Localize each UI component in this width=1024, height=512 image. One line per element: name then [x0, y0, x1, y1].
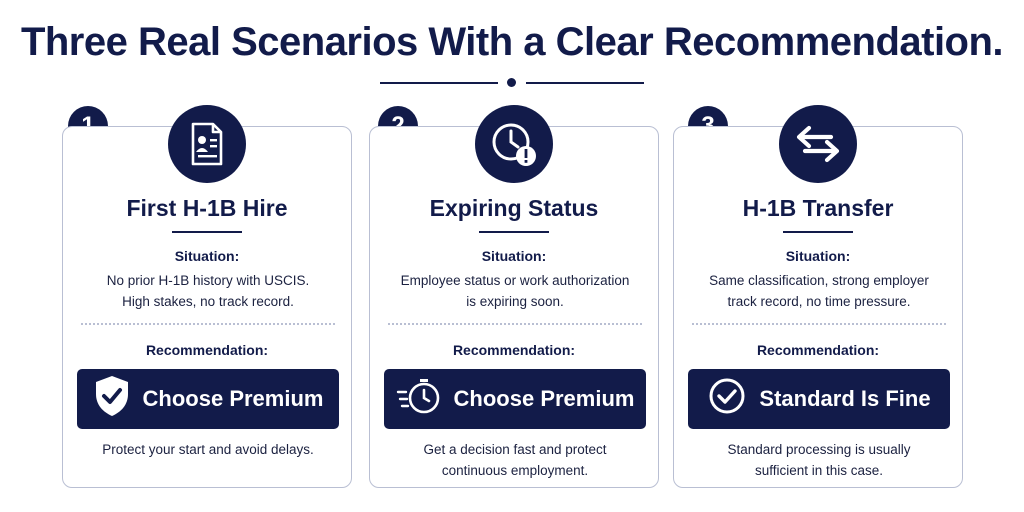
situation-text: No prior H-1B history with USCIS. High s…	[106, 273, 310, 309]
card-title: First H-1B Hire	[126, 195, 288, 221]
recommendation-note: Get a decision fast and protect continuo…	[423, 442, 607, 478]
document-profile-icon	[168, 105, 246, 183]
dotted-separator	[692, 323, 946, 325]
scenario-card-first-hire: First H-1B Hire Situation: No prior H-1B…	[62, 105, 352, 488]
button-label: Choose Premium	[142, 386, 324, 411]
situation-label: Situation:	[481, 248, 547, 264]
check-circle-icon	[707, 376, 747, 422]
situation-text: Same classification, strong employer tra…	[709, 273, 929, 309]
transfer-arrows-icon	[779, 105, 857, 183]
recommendation-note: Protect your start and avoid delays.	[102, 442, 314, 457]
situation-label: Situation:	[174, 248, 240, 264]
situation-label: Situation:	[785, 248, 851, 264]
situation-text: Employee status or work authorization is…	[400, 273, 630, 309]
button-label: Choose Premium	[453, 386, 635, 411]
dotted-separator	[388, 323, 642, 325]
title-divider	[380, 76, 644, 90]
scenario-card-expiring-status: Expiring Status Situation: Employee stat…	[369, 105, 659, 488]
choose-premium-button[interactable]: Choose Premium	[77, 369, 339, 429]
card-title: Expiring Status	[429, 195, 599, 221]
standard-is-fine-button[interactable]: Standard Is Fine	[688, 369, 950, 429]
dotted-separator	[81, 323, 335, 325]
recommendation-note: Standard processing is usually sufficien…	[727, 442, 911, 478]
clock-alert-icon	[475, 105, 553, 183]
scenario-card-transfer: H-1B Transfer Situation: Same classifica…	[673, 105, 963, 488]
choose-premium-button[interactable]: Choose Premium	[384, 369, 646, 429]
recommendation-label: Recommendation:	[756, 342, 880, 358]
stopwatch-icon	[396, 376, 442, 422]
button-label: Standard Is Fine	[759, 386, 931, 411]
recommendation-label: Recommendation:	[145, 342, 269, 358]
card-title: H-1B Transfer	[742, 195, 894, 221]
shield-check-icon	[93, 374, 131, 424]
page-title: Three Real Scenarios With a Clear Recomm…	[20, 20, 1004, 64]
recommendation-label: Recommendation:	[452, 342, 576, 358]
